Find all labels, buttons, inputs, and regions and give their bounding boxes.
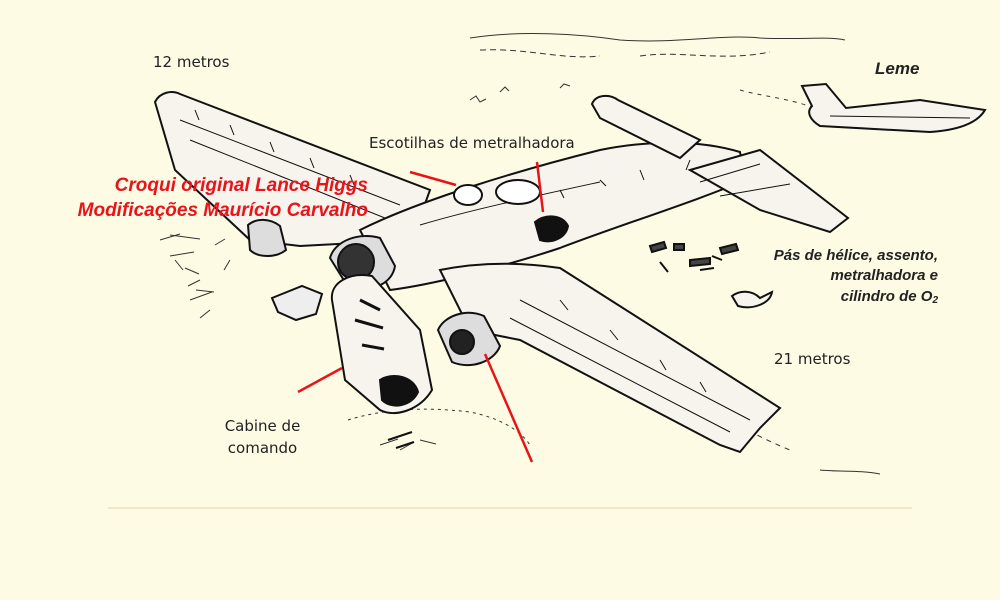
label-debris-line3-text: cilindro de O (840, 287, 933, 305)
label-21-metros: 21 metros (774, 350, 851, 368)
label-cabine: Cabine de comando (210, 416, 315, 460)
credit-line-original: Croqui original Lance Higgs (114, 175, 368, 196)
cockpit-section (270, 235, 434, 415)
fuselage (358, 141, 747, 292)
tail-section (590, 94, 850, 234)
label-debris-line2: metralhadora e (830, 267, 938, 285)
leader-line-engine (483, 353, 534, 463)
credit-line-modifications: Modificações Maurício Carvalho (77, 199, 368, 221)
label-leme: Leme (875, 59, 920, 78)
rudder-piece (800, 82, 987, 134)
annotation-lines (297, 161, 545, 463)
leader-line-hatch-right (535, 161, 545, 213)
debris-pieces (387, 240, 774, 449)
credit-block: Croqui original Lance Higgs Modificações… (20, 174, 368, 223)
label-debris-subscript: 2 (932, 294, 938, 306)
leader-line-hatch-left (409, 170, 457, 187)
label-debris-line3: cilindro de O2 (726, 287, 938, 308)
terrain-sketch (108, 33, 912, 509)
label-cabine-line1: Cabine de (224, 417, 301, 435)
leader-line-cockpit (297, 366, 343, 394)
label-escotilhas: Escotilhas de metralhadora (369, 134, 575, 152)
label-cabine-line2: comando (227, 438, 298, 457)
right-wing (436, 262, 782, 454)
left-wing (153, 91, 432, 257)
label-12-metros: 12 metros (153, 53, 230, 71)
label-debris: Pás de hélice, assento, metralhadora e c… (726, 246, 938, 307)
label-debris-line1: Pás de hélice, assento, (773, 247, 938, 264)
